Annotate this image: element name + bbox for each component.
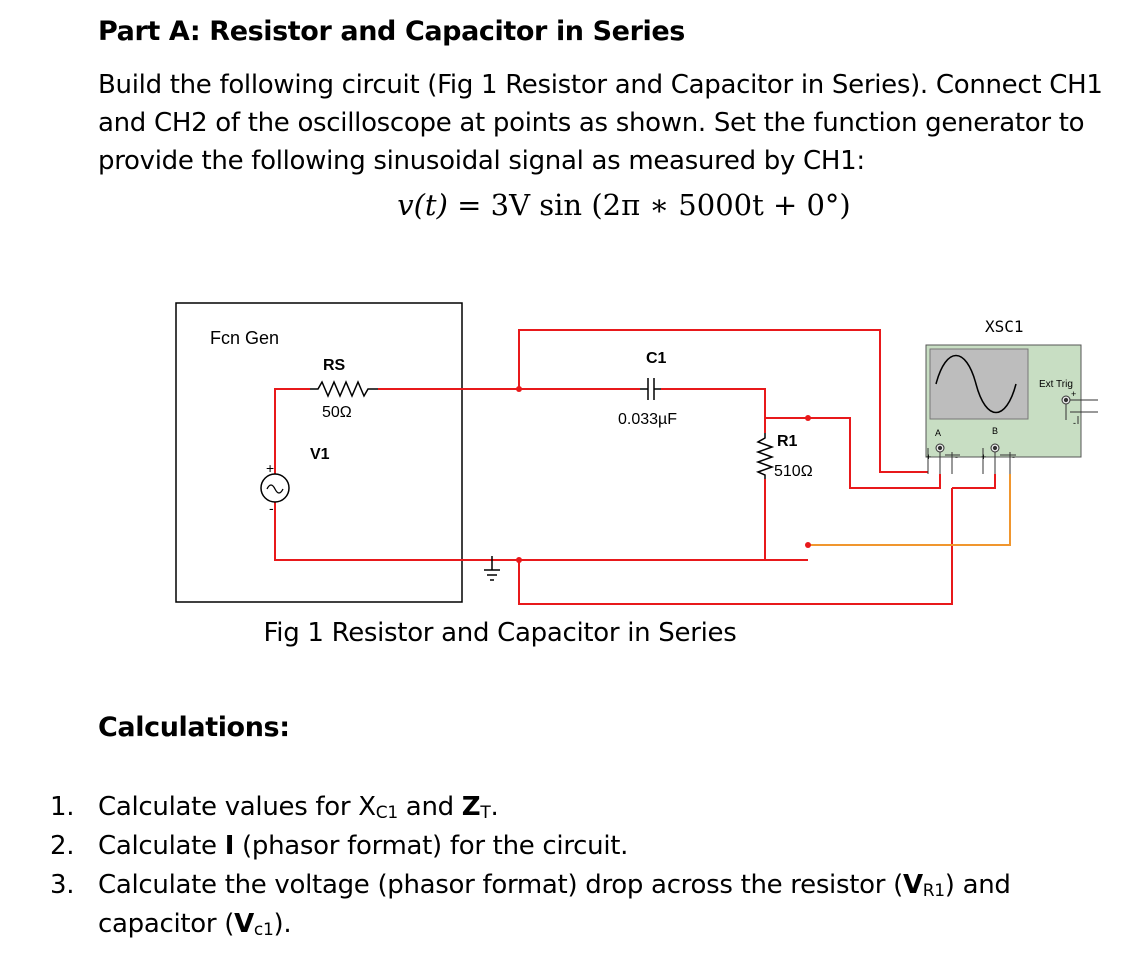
step-subscript: C1	[375, 803, 398, 823]
circuit-diagram: Fcn Gen RS 50Ω + - V1 C1 0.033µF R1 5	[175, 302, 1098, 605]
calculation-list: 1. Calculate values for XC1 and ZT. 2. C…	[50, 788, 1110, 944]
v1-label: V1	[310, 446, 330, 463]
scope-waveform	[935, 354, 1017, 414]
equation-equals: =	[457, 188, 482, 222]
step-text: and	[397, 792, 462, 822]
step-subscript: c1	[253, 920, 274, 940]
list-item: 2. Calculate I (phasor format) for the c…	[50, 827, 1110, 866]
equation-rhs: 3V sin (2π ∗ 5000t + 0°)	[490, 188, 851, 222]
step-bold: V	[234, 909, 254, 939]
step-bold: V	[902, 870, 923, 900]
v1-minus: -	[269, 500, 274, 516]
step-text: .	[490, 792, 499, 822]
equation-lhs: v(t)	[397, 188, 448, 222]
r1-resistor	[755, 433, 775, 479]
scope-trig-minus: -	[1073, 418, 1076, 428]
step-text: ) and	[944, 870, 1011, 900]
step-text: Calculate	[98, 831, 225, 861]
signal-equation: v(t) = 3V sin (2π ∗ 5000t + 0°)	[0, 188, 1133, 222]
v1-plus: +	[266, 460, 274, 476]
list-item-number: 2.	[50, 831, 75, 861]
c1-label: C1	[646, 350, 667, 367]
step-text: capacitor (	[98, 909, 235, 939]
step-subscript: T	[480, 803, 491, 823]
list-item-number: 1.	[50, 792, 75, 822]
rs-label: RS	[323, 357, 346, 374]
step-text: ).	[273, 909, 292, 939]
scope-trig-plus: +	[1071, 389, 1076, 399]
scope-screen	[929, 348, 1029, 420]
scope-a-plus: +	[926, 452, 931, 462]
rs-value: 50Ω	[322, 404, 352, 421]
step-text: Calculate values for X	[98, 792, 376, 822]
intro-paragraph: Build the following circuit (Fig 1 Resis…	[98, 70, 1103, 176]
calculations-title: Calculations:	[98, 712, 290, 743]
junction-dots	[516, 386, 811, 563]
orange-wire	[808, 474, 1011, 546]
list-item: 1. Calculate values for XC1 and ZT.	[50, 788, 1110, 827]
scope-b-plus: +	[981, 452, 986, 462]
step-bold: I	[224, 831, 235, 861]
part-a-heading: Part A: Resistor and Capacitor in Series	[98, 16, 685, 47]
scope-terminals	[927, 395, 1098, 474]
scope-ch-b: B	[992, 426, 998, 436]
c1-capacitor	[640, 378, 661, 400]
c1-value: 0.033µF	[618, 411, 677, 428]
scope-label: XSC1	[985, 317, 1024, 336]
fcn-gen-label: Fcn Gen	[210, 328, 279, 348]
scope-a-minus: -	[955, 452, 958, 462]
red-wires	[274, 329, 996, 605]
r1-label: R1	[777, 433, 798, 450]
figure-caption: Fig 1 Resistor and Capacitor in Series	[263, 618, 737, 648]
step-bold: Z	[461, 792, 481, 822]
scope-b-minus: -	[1012, 452, 1015, 462]
fcn-gen-box	[175, 302, 463, 603]
list-item: 3. Calculate the voltage (phasor format)…	[50, 866, 1110, 944]
list-item-number: 3.	[50, 870, 75, 900]
step-text: (phasor format) for the circuit.	[234, 831, 629, 861]
sine-glyph	[266, 484, 284, 494]
scope-ch-a: A	[935, 428, 941, 438]
r1-value: 510Ω	[774, 463, 813, 480]
step-subscript: R1	[922, 881, 945, 901]
step-text: Calculate the voltage (phasor format) dr…	[98, 870, 903, 900]
rs-resistor	[310, 380, 378, 398]
scope-ext-trig: Ext Trig	[1039, 379, 1073, 390]
ground-icon	[484, 556, 500, 581]
